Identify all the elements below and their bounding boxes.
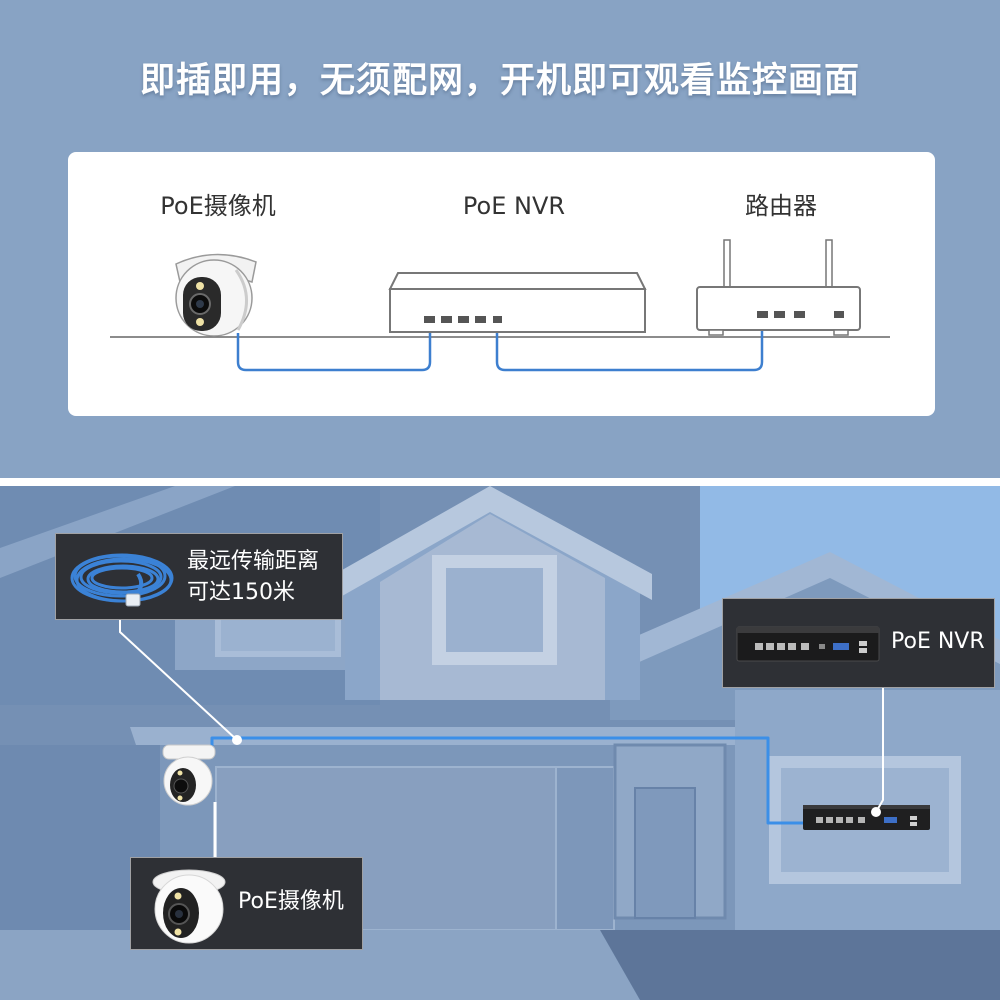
nvr-to-router-cable — [495, 318, 764, 372]
cable-coil-icon — [70, 553, 174, 607]
door — [634, 787, 696, 919]
topology-nvr-icon — [388, 272, 647, 333]
topology-card: PoE摄像机 PoE NVR 路由器 — [68, 152, 935, 416]
section-divider — [0, 478, 1000, 486]
nvr-label: PoE NVR — [462, 192, 566, 220]
camera-to-nvr-cable — [236, 324, 432, 372]
camera-callout-label: PoE摄像机 — [238, 889, 344, 914]
nvr-ports — [424, 316, 502, 323]
nvr-device-icon — [736, 626, 880, 662]
wall-nvr — [803, 805, 930, 830]
nvr-callout-label: PoE NVR — [891, 629, 985, 654]
camera-callout: PoE摄像机 — [130, 857, 363, 950]
scene-network-cable — [210, 736, 806, 825]
cable-callout-line1: 最远传输距离 — [187, 549, 320, 574]
camera-label: PoE摄像机 — [160, 192, 276, 220]
installation-scene: 最远传输距离 可达150米 PoE NVR — [0, 486, 1000, 1000]
topology-diagram — [110, 239, 890, 372]
topology-router-icon — [696, 239, 861, 336]
router-ports — [757, 311, 844, 318]
nvr-pointer-dot — [871, 807, 881, 817]
nvr-callout: PoE NVR — [722, 598, 995, 688]
main-gable — [328, 486, 652, 700]
cable-pointer-dot — [232, 735, 242, 745]
router-label: 路由器 — [745, 192, 817, 220]
cable-callout-line2: 可达150米 — [187, 580, 295, 605]
wall-camera — [162, 744, 216, 806]
cable-callout: 最远传输距离 可达150米 — [55, 533, 343, 620]
top-band: 即插即用，无须配网，开机即可观看监控画面 — [0, 0, 1000, 478]
headline: 即插即用，无须配网，开机即可观看监控画面 — [139, 61, 860, 101]
cable-pointer-line — [119, 620, 238, 741]
topology-camera-icon — [175, 253, 257, 337]
dome-camera-icon — [152, 869, 226, 944]
